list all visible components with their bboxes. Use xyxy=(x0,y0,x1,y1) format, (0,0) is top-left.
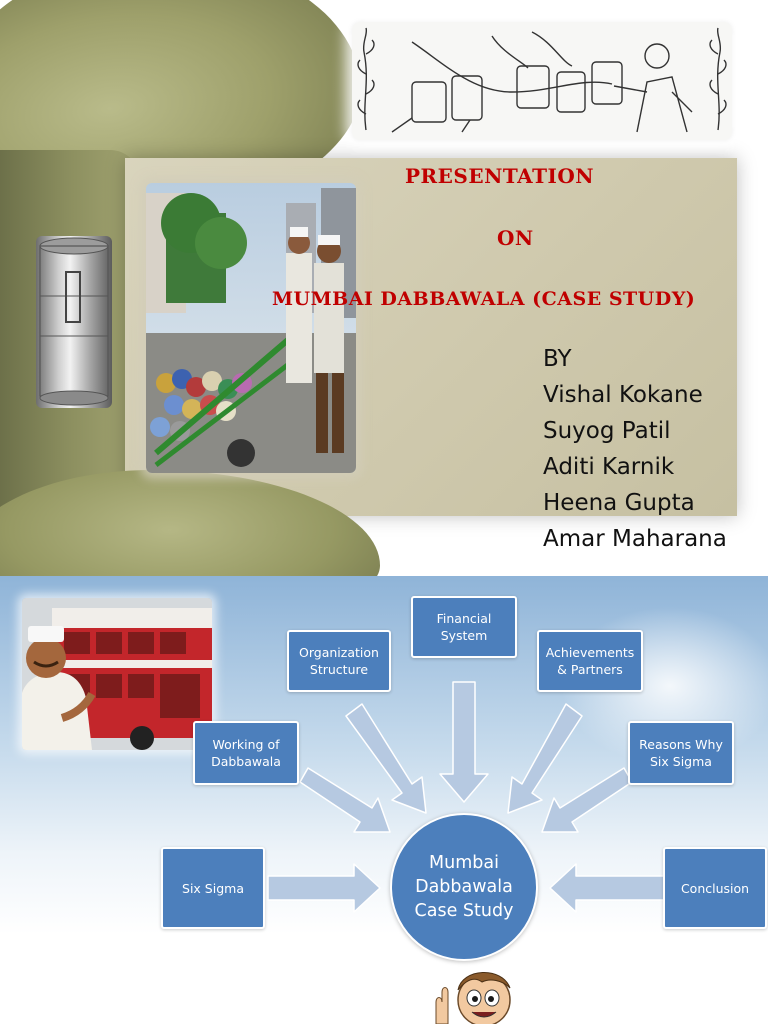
author-name: Heena Gupta xyxy=(543,490,695,516)
author-name: Suyog Patil xyxy=(543,418,671,444)
title-main: MUMBAI DABBAWALA (CASE STUDY) xyxy=(272,288,696,310)
node-working-of-dabbawala: Working of Dabbawala xyxy=(193,721,299,785)
node-achievements-partners: Achievements & Partners xyxy=(537,630,643,692)
arrow-conclusion xyxy=(549,863,665,913)
diagram-arrows xyxy=(267,681,665,913)
title-presentation: PRESENTATION xyxy=(405,164,595,188)
arrow-six-sigma xyxy=(267,863,381,913)
node-six-sigma: Six Sigma xyxy=(161,847,265,929)
title-on: ON xyxy=(497,226,534,250)
overview-slide: Financial System Organization Structure … xyxy=(0,576,768,1024)
arrow-achievements xyxy=(507,703,583,814)
arrow-financial xyxy=(439,681,489,803)
tiffin-box-image xyxy=(36,236,112,408)
arrow-reasons xyxy=(541,767,633,833)
cartoon-character-image xyxy=(435,972,511,1024)
arrow-working xyxy=(299,767,391,833)
dabbawala-sketch-illustration xyxy=(352,22,732,140)
dabbawala-bus-photo xyxy=(22,598,212,750)
author-name: Amar Maharana xyxy=(543,526,727,552)
arrow-organization xyxy=(345,703,427,814)
node-financial-system: Financial System xyxy=(411,596,517,658)
author-name: Vishal Kokane xyxy=(543,382,703,408)
title-slide: PRESENTATION ON MUMBAI DABBAWALA (CASE S… xyxy=(0,0,737,576)
node-conclusion: Conclusion xyxy=(663,847,767,929)
node-organization-structure: Organization Structure xyxy=(287,630,391,692)
dabbawala-street-photo xyxy=(146,183,356,473)
node-reasons-why-six-sigma: Reasons Why Six Sigma xyxy=(628,721,734,785)
author-name: Aditi Karnik xyxy=(543,454,675,480)
center-node-case-study: Mumbai Dabbawala Case Study xyxy=(390,813,538,961)
by-label: BY xyxy=(543,346,572,372)
